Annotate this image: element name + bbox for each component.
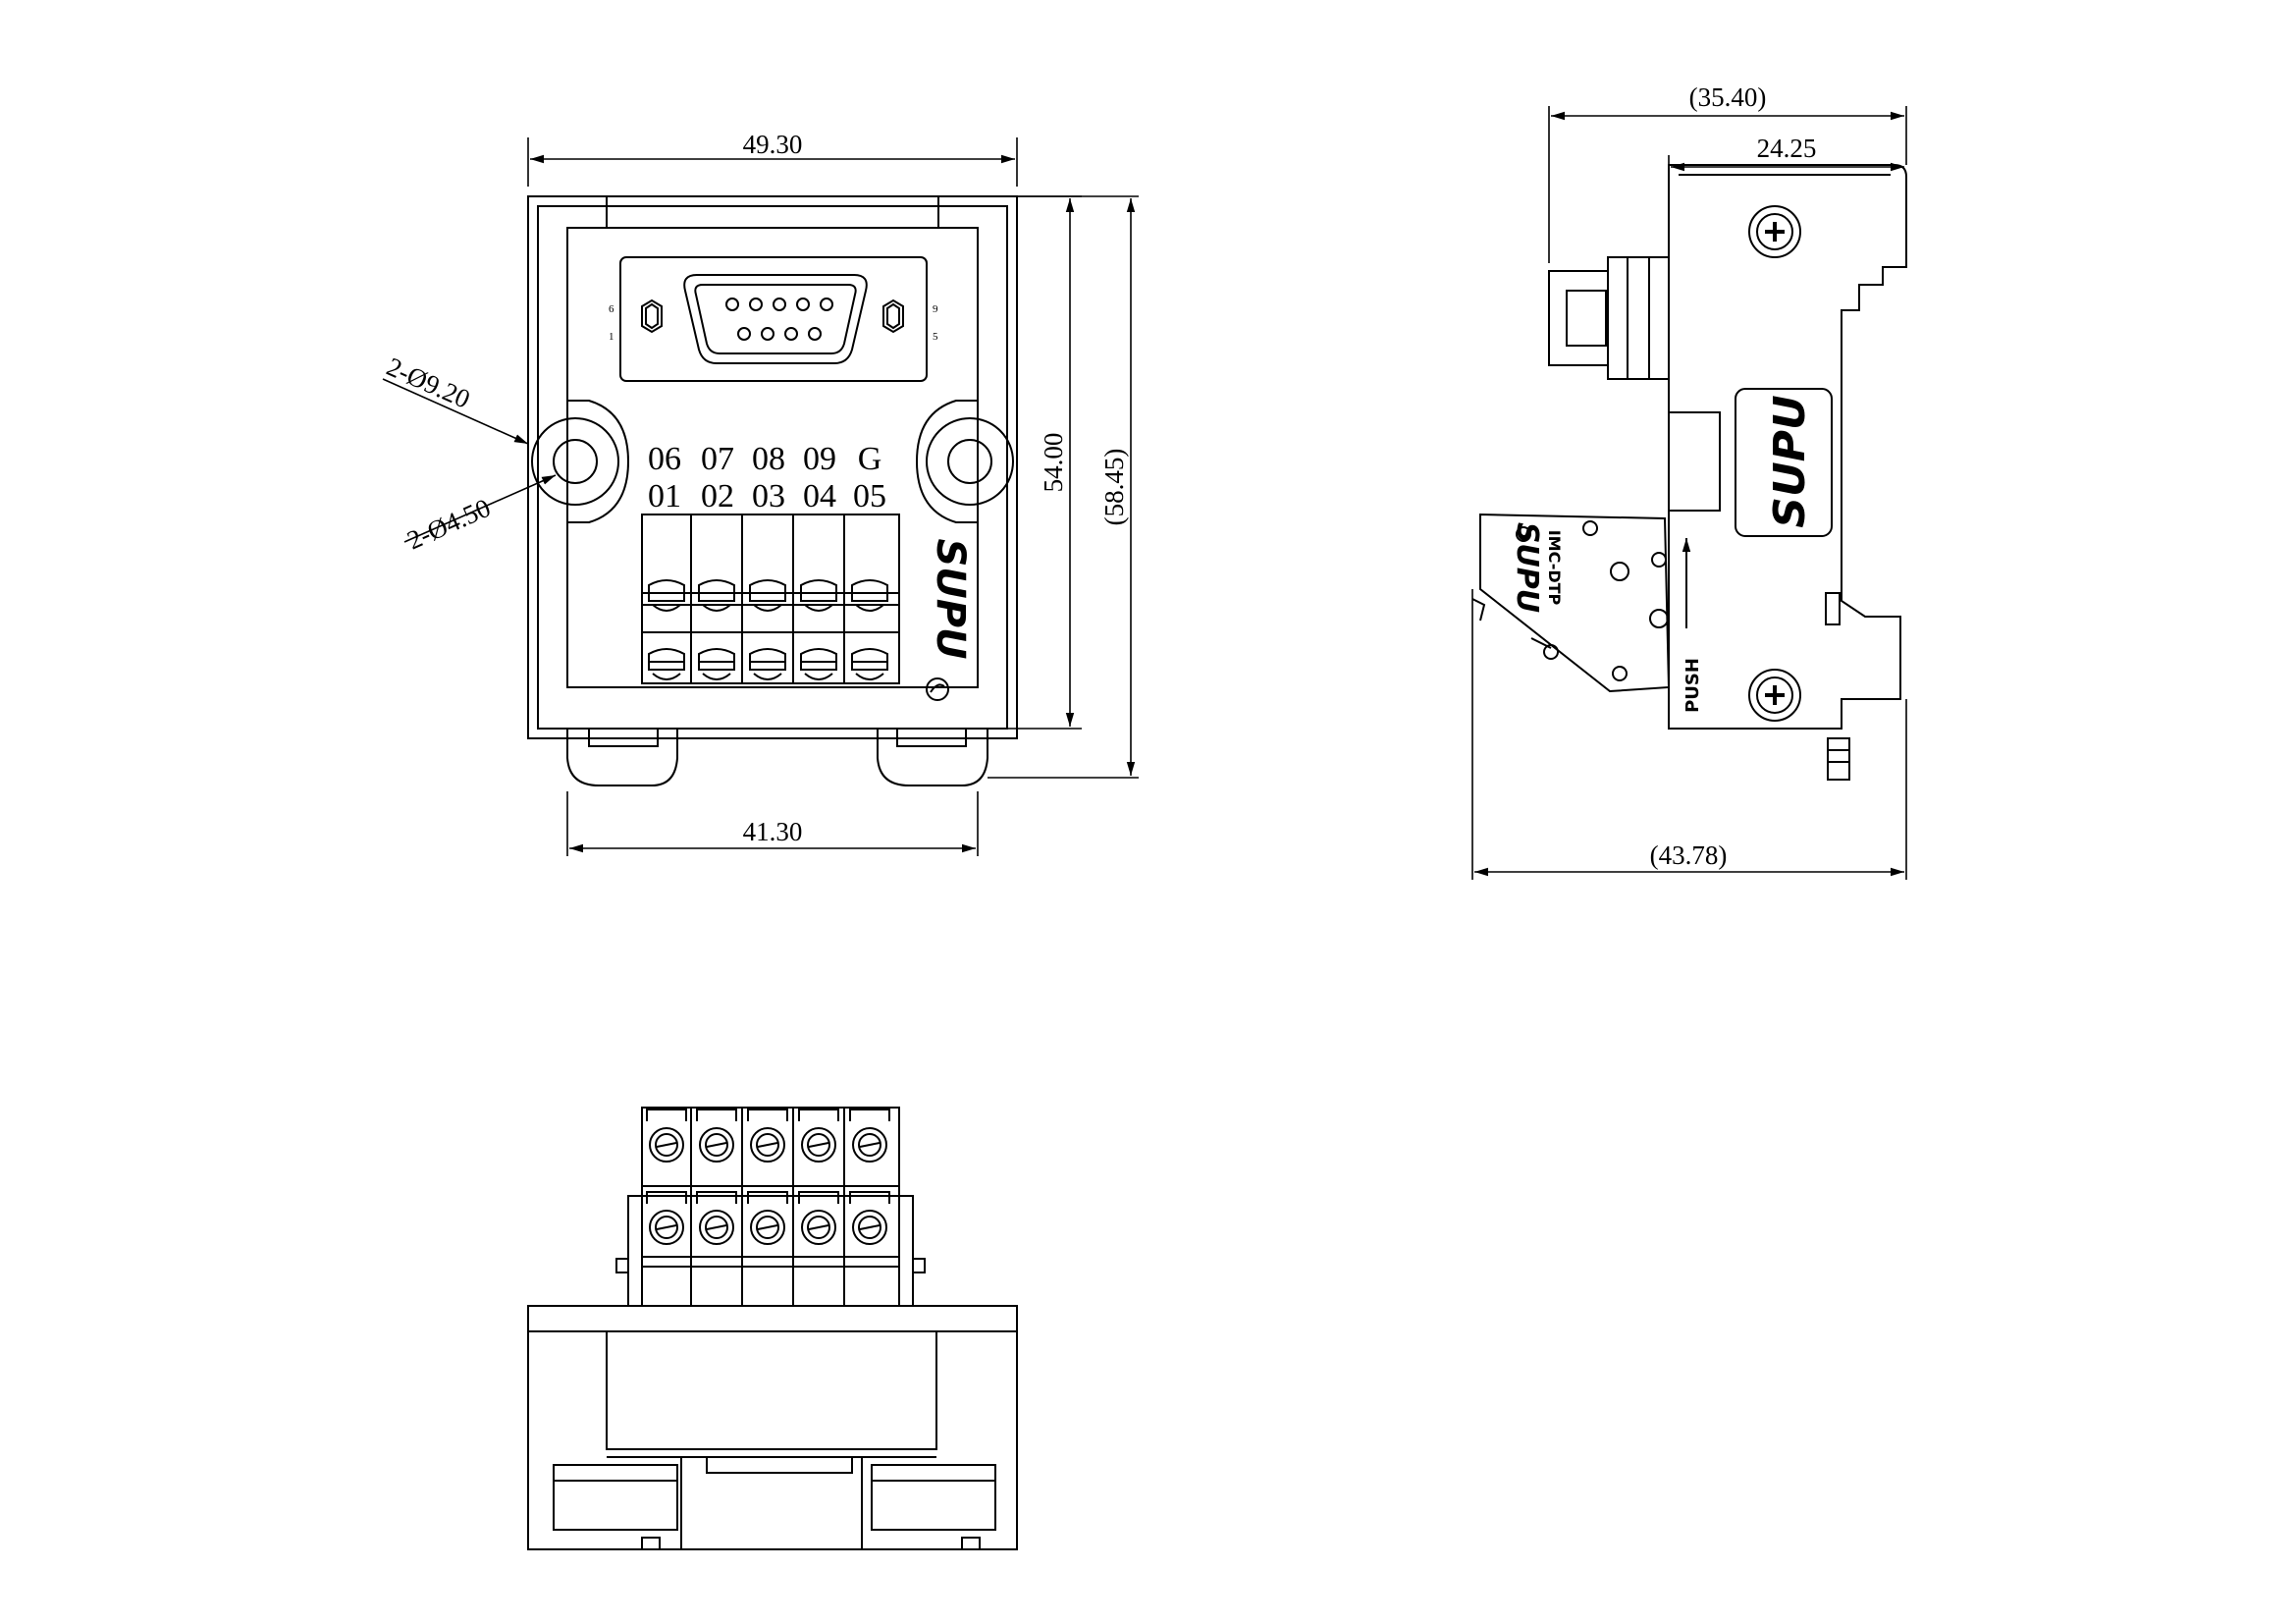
terminal-label: 06 bbox=[648, 441, 681, 477]
screw-terminal-icon bbox=[648, 579, 685, 612]
screw-terminal-icon bbox=[749, 579, 786, 612]
dim-height-inner: 54.00 bbox=[1039, 433, 1068, 493]
pin-number: 5 bbox=[933, 331, 938, 343]
screw-terminal-icon bbox=[849, 1109, 890, 1163]
push-label: PUSH bbox=[1682, 658, 1703, 713]
screw-terminal-icon bbox=[698, 579, 735, 612]
screw-terminal-icon bbox=[747, 1109, 788, 1163]
front-dimensions bbox=[382, 137, 1139, 856]
brand-logo-front: SUPU bbox=[928, 538, 973, 659]
screw-terminal-icon bbox=[749, 648, 786, 680]
db9-connector bbox=[683, 274, 868, 364]
db9-pins bbox=[725, 298, 833, 341]
dim-top-outer: (35.40) bbox=[1689, 82, 1767, 112]
terminal-block-bottom bbox=[615, 1107, 926, 1307]
pin-number: 9 bbox=[933, 303, 938, 315]
mount-hole-right bbox=[926, 417, 1014, 506]
terminal-block-front bbox=[641, 514, 900, 684]
dim-top-inner: 24.25 bbox=[1757, 134, 1817, 163]
terminal-labels-bottom: 01 02 03 04 05 bbox=[648, 478, 886, 514]
terminal-labels-top: 06 07 08 09 G bbox=[648, 441, 881, 477]
terminal-label: 04 bbox=[803, 478, 836, 514]
din-clip-left bbox=[553, 1464, 678, 1531]
brand-logo-side-small: SUPU bbox=[1510, 522, 1544, 613]
side-logo-window bbox=[1735, 388, 1833, 537]
screw-terminal-icon bbox=[646, 1191, 687, 1245]
screw-terminal-icon bbox=[800, 579, 837, 612]
screw-bottom-icon bbox=[1748, 669, 1801, 722]
screw-terminal-icon bbox=[696, 1109, 737, 1163]
terminal-label: 01 bbox=[648, 478, 681, 514]
dim-height-outer: (58.45) bbox=[1099, 449, 1129, 526]
screw-terminals bbox=[646, 579, 890, 1245]
terminal-label: 08 bbox=[752, 441, 785, 477]
pin-number: 6 bbox=[609, 303, 614, 315]
screw-top-icon bbox=[1748, 205, 1801, 258]
screw-terminal-icon bbox=[698, 648, 735, 680]
terminal-label: 07 bbox=[701, 441, 734, 477]
screw-terminal-icon bbox=[798, 1191, 839, 1245]
terminal-label: 03 bbox=[752, 478, 785, 514]
hex-nut-left bbox=[641, 298, 663, 334]
bottom-view bbox=[527, 1107, 1018, 1550]
mount-hole-left bbox=[531, 417, 619, 506]
side-connector bbox=[1548, 270, 1609, 366]
side-dimensions bbox=[1471, 106, 1907, 880]
terminal-label: G bbox=[858, 441, 882, 477]
leader-hole-inner bbox=[403, 474, 557, 543]
screw-terminal-icon bbox=[696, 1191, 737, 1245]
pin-number: 1 bbox=[609, 331, 614, 343]
dim-bottom: (43.78) bbox=[1650, 840, 1728, 870]
dim-width-bottom: 41.30 bbox=[743, 817, 803, 846]
screw-terminal-icon bbox=[646, 1109, 687, 1163]
leader-hole-outer bbox=[382, 378, 529, 445]
din-clip-right bbox=[871, 1464, 996, 1531]
dim-hole-outer: 2-Ø9.20 bbox=[383, 352, 475, 414]
terminal-label: 09 bbox=[803, 441, 836, 477]
side-terminal-block bbox=[1479, 513, 1671, 693]
brand-mark-icon bbox=[926, 677, 949, 701]
screw-terminal-icon bbox=[851, 648, 888, 680]
terminal-label: 05 bbox=[853, 478, 886, 514]
screw-terminal-icon bbox=[798, 1109, 839, 1163]
side-view bbox=[1471, 164, 1907, 781]
screw-terminal-icon bbox=[747, 1191, 788, 1245]
screw-terminal-icon bbox=[648, 648, 685, 680]
db9-plate bbox=[619, 256, 928, 382]
screw-terminal-icon bbox=[851, 579, 888, 612]
screw-terminal-icon bbox=[800, 648, 837, 680]
hex-nut-right bbox=[882, 298, 904, 334]
screw-terminal-icon bbox=[849, 1191, 890, 1245]
dim-hole-inner: 2-Ø4.50 bbox=[402, 493, 495, 556]
brand-logo-side: SUPU bbox=[1765, 395, 1815, 527]
model-label: IMC-DTP bbox=[1545, 530, 1564, 606]
terminal-label: 02 bbox=[701, 478, 734, 514]
dim-width-top: 49.30 bbox=[743, 130, 803, 159]
